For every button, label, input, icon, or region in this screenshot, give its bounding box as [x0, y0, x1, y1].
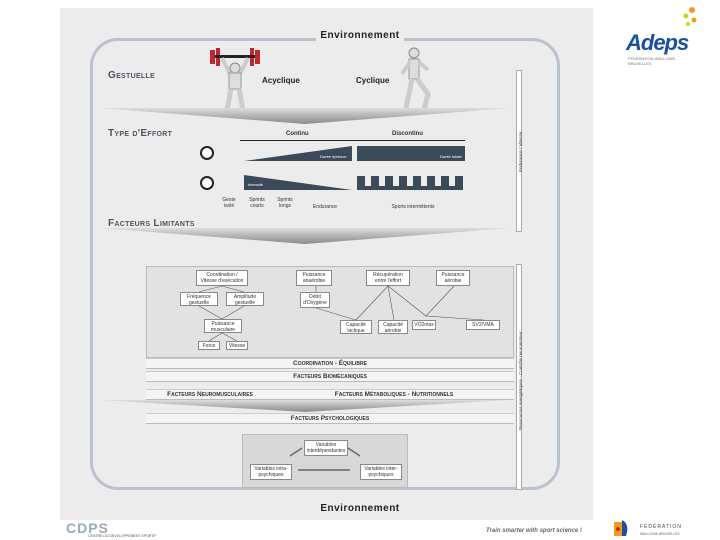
- label-cyclique: Cyclique: [356, 78, 389, 84]
- category-geste-isole: Geste isolé: [218, 197, 240, 209]
- band-label-duree: Durée épreuve: [320, 154, 346, 160]
- psycho-arrows: [242, 434, 408, 488]
- adeps-logo: Adeps FÉDÉRATION WALLONIE-BRUXELLES: [600, 0, 712, 72]
- footer-tagline: Train smarter with sport science !: [486, 528, 582, 534]
- bar-metaboliques: Facteurs Métaboliques - Nutritionnels: [274, 389, 514, 400]
- intensity-band-intermittent: [357, 174, 465, 191]
- label-acyclique: Acyclique: [262, 78, 300, 84]
- cdps-subtitle: CENTRE DU DÉVELOPPEMENT SPORTIF: [88, 534, 157, 538]
- category-sprints-courts: Sprints courts: [245, 197, 269, 209]
- runner-figure: [398, 46, 434, 114]
- federation-logo-icon: [612, 518, 632, 538]
- bar-biomecaniques: Facteurs Biomécaniques: [146, 371, 514, 382]
- category-sprints-longs: Sprints longs: [273, 197, 297, 209]
- bar-psychologiques: Facteurs Psychologiques: [146, 413, 514, 424]
- section-gestuelle: Gestuelle: [108, 70, 155, 81]
- side-label-top: Endurance / Vitesse: [518, 132, 523, 172]
- label-discontinu: Discontinu: [392, 131, 423, 137]
- adeps-subtitle: FÉDÉRATION WALLONIE-BRUXELLES: [628, 56, 688, 66]
- adeps-swirl-icon: [678, 4, 702, 30]
- bar-coordination: Coordination - Équilibre: [146, 358, 514, 369]
- adeps-wordmark: Adeps: [626, 30, 688, 56]
- band-label-intensite: Intensité: [248, 182, 263, 188]
- lightning-icon: [200, 176, 214, 190]
- bar-neuromusculaires: Facteurs Neuromusculaires: [146, 389, 274, 400]
- federation-label: FÉDÉRATION: [640, 524, 682, 530]
- category-endurance: Endurance: [300, 204, 350, 210]
- stopwatch-icon: [200, 146, 214, 160]
- section-type-effort: Type d'Effort: [108, 128, 172, 139]
- section-facteurs-limitants: Facteurs Limitants: [108, 218, 195, 229]
- weightlifter-figure: [210, 44, 260, 114]
- label-continu: Continu: [286, 131, 309, 137]
- effort-axis-top: [240, 140, 465, 141]
- category-sports-intermittents: Sports intermittents: [368, 204, 458, 210]
- limiting-factors-connectors: [146, 266, 514, 358]
- environment-title-bottom: Environnement: [0, 503, 720, 514]
- side-label-bottom: Ressources énergétiques - Contrôle neuro…: [518, 331, 523, 430]
- federation-sublabel: WALLONIE-BRUXELLES: [640, 532, 680, 536]
- band-label-duree-totale: Durée totale: [440, 154, 462, 160]
